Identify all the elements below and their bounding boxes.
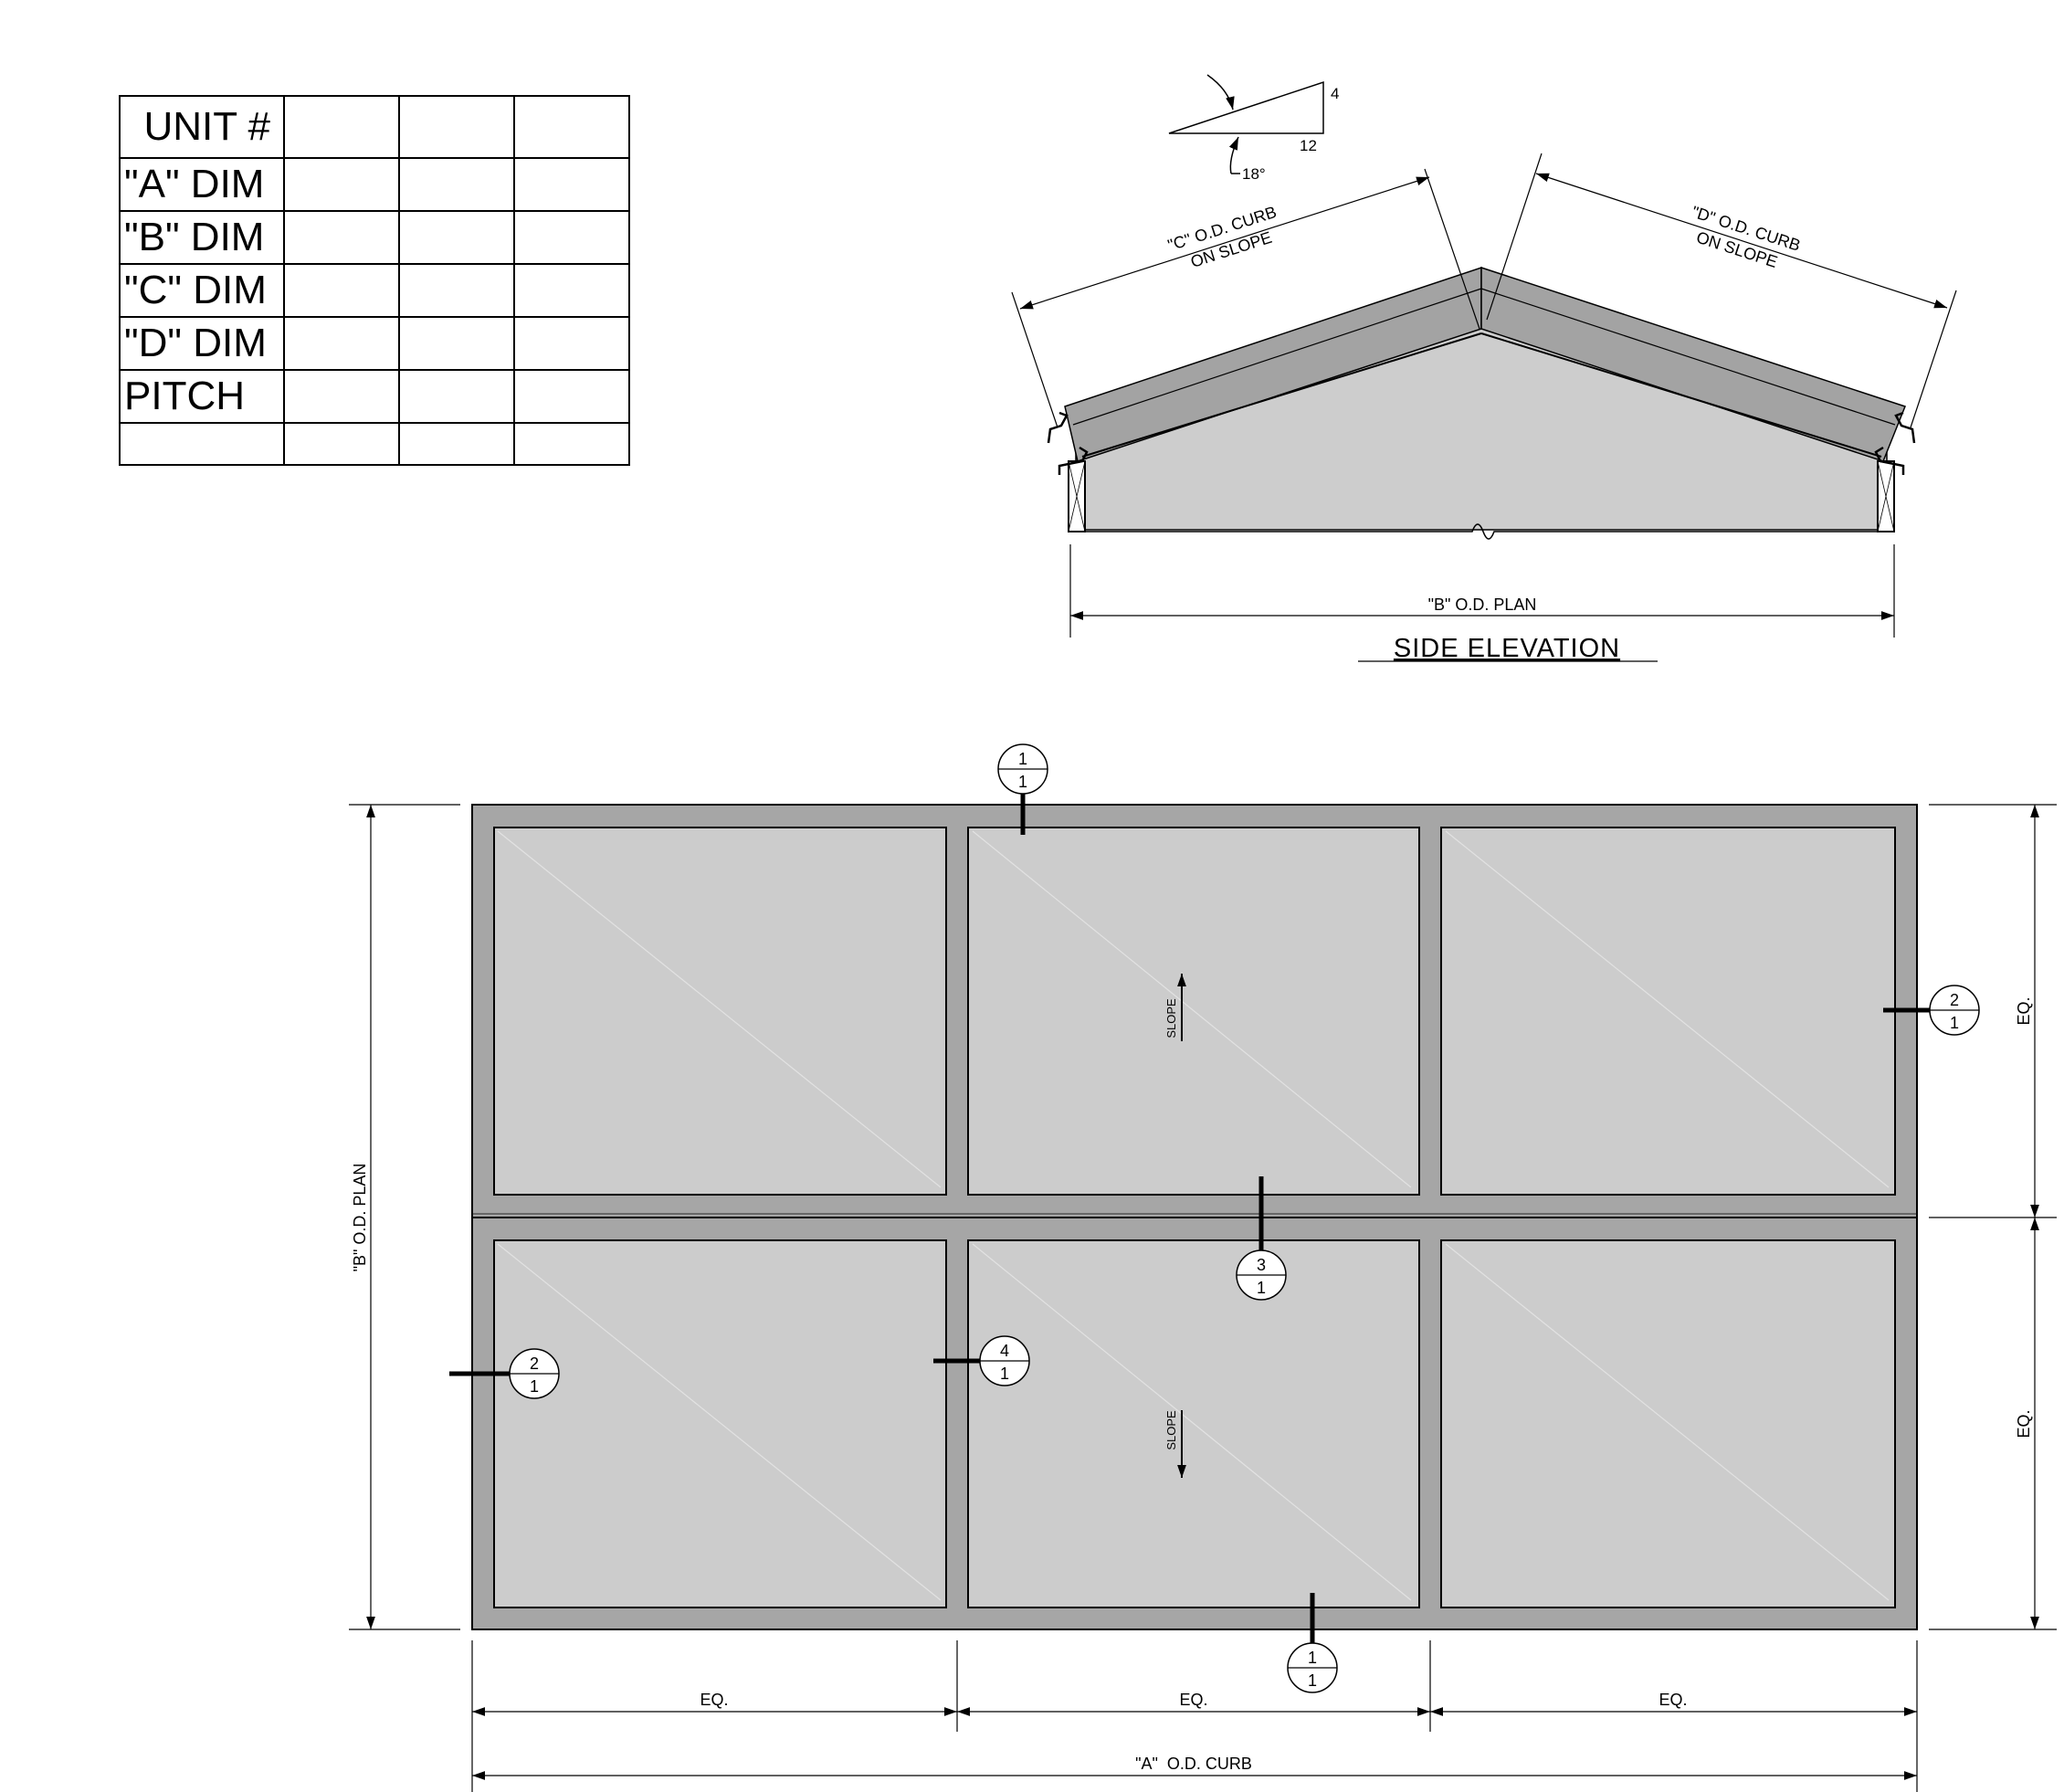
- callout-number: 1: [1018, 750, 1027, 768]
- callout-sheet: 1: [1257, 1279, 1266, 1297]
- row-label-blank: [119, 422, 285, 466]
- callout-sheet: 1: [1308, 1671, 1317, 1690]
- b-dimension-plan: "B" O.D. PLAN: [349, 804, 460, 1630]
- table-row: "B" DIM: [119, 210, 630, 265]
- table-cell: [513, 422, 630, 466]
- callout-sheet: 1: [1950, 1014, 1959, 1032]
- row-label-c-dim: "C" DIM: [119, 263, 285, 318]
- table-cell: [283, 422, 400, 466]
- eq-label: EQ.: [2015, 996, 2033, 1025]
- table-cell: [283, 263, 400, 318]
- table-cell: [283, 157, 400, 212]
- table-cell: [513, 210, 630, 265]
- section-callout-left: 2 1: [449, 1348, 560, 1399]
- row-label-unit: UNIT #: [119, 95, 285, 159]
- callout-number: 2: [530, 1355, 539, 1373]
- table-cell: [398, 422, 515, 466]
- callout-number: 3: [1257, 1256, 1266, 1274]
- row-label-d-dim: "D" DIM: [119, 316, 285, 371]
- side-elevation: 4 12 18° "C" O.D. CU: [1011, 74, 1957, 663]
- table-cell: [513, 369, 630, 424]
- angle-label: 18°: [1242, 165, 1266, 183]
- eq-dimension-bottom: EQ. EQ. EQ.: [471, 1640, 1918, 1792]
- table-cell: [398, 369, 515, 424]
- eq-label: EQ.: [1179, 1691, 1207, 1709]
- table-cell: [283, 316, 400, 371]
- table-row: UNIT #: [119, 95, 630, 159]
- side-elevation-title: SIDE ELEVATION: [1394, 634, 1620, 663]
- table-cell: [513, 95, 630, 159]
- glazing-body: [1075, 323, 1888, 531]
- pitch-run: 12: [1300, 137, 1317, 154]
- slope-label: SLOPE: [1164, 998, 1178, 1038]
- a-dim-label: "A" O.D. CURB: [1135, 1755, 1252, 1773]
- b-dim-label-plan: "B" O.D. PLAN: [351, 1164, 369, 1272]
- callout-number: 2: [1950, 991, 1959, 1009]
- table-row: "C" DIM: [119, 263, 630, 318]
- b-dim-label-elevation: "B" O.D. PLAN: [1428, 596, 1537, 614]
- table-cell: [513, 316, 630, 371]
- b-dimension-elevation: "B" O.D. PLAN: [1069, 544, 1895, 638]
- slope-arrow-down: SLOPE: [1164, 1410, 1186, 1478]
- section-callout-top: 1 1: [997, 743, 1048, 835]
- row-label-b-dim: "B" DIM: [119, 210, 285, 265]
- a-dimension: "A" O.D. CURB: [472, 1755, 1917, 1780]
- callout-sheet: 1: [1018, 773, 1027, 791]
- eq-label: EQ.: [2015, 1409, 2033, 1438]
- table-cell: [283, 369, 400, 424]
- table-cell: [513, 263, 630, 318]
- pitch-rise: 4: [1331, 85, 1339, 102]
- table-row: "A" DIM: [119, 157, 630, 212]
- pitch-indicator: 4 12 18°: [1168, 74, 1339, 183]
- row-label-pitch: PITCH: [119, 369, 285, 424]
- callout-number: 4: [1000, 1342, 1009, 1360]
- dimension-table: UNIT # "A" DIM "B" DIM "C" DIM "D" DIM P…: [119, 95, 630, 466]
- table-row: "D" DIM: [119, 316, 630, 371]
- section-callout-right: 2 1: [1883, 985, 1980, 1036]
- slope-label: SLOPE: [1164, 1410, 1178, 1450]
- table-row: PITCH: [119, 369, 630, 424]
- table-cell: [398, 316, 515, 371]
- table-cell: [283, 95, 400, 159]
- table-cell: [398, 210, 515, 265]
- table-cell: [398, 95, 515, 159]
- table-cell: [283, 210, 400, 265]
- eq-label: EQ.: [1659, 1691, 1687, 1709]
- table-cell: [398, 263, 515, 318]
- eq-label: EQ.: [700, 1691, 728, 1709]
- section-callout-mid: 4 1: [933, 1335, 1030, 1386]
- section-callout-bottom: 1 1: [1287, 1593, 1338, 1693]
- eq-dimension-right: EQ. EQ.: [1929, 804, 2057, 1630]
- section-callout-center: 3 1: [1236, 1176, 1287, 1301]
- plan-view: SLOPE SLOPE 1 1 2 1 3 1: [349, 743, 2057, 1792]
- callout-number: 1: [1308, 1649, 1317, 1667]
- row-label-a-dim: "A" DIM: [119, 157, 285, 212]
- table-row: [119, 422, 630, 466]
- table-cell: [513, 157, 630, 212]
- table-cell: [398, 157, 515, 212]
- callout-sheet: 1: [1000, 1365, 1009, 1383]
- callout-sheet: 1: [530, 1377, 539, 1396]
- slope-arrow-up: SLOPE: [1164, 974, 1186, 1041]
